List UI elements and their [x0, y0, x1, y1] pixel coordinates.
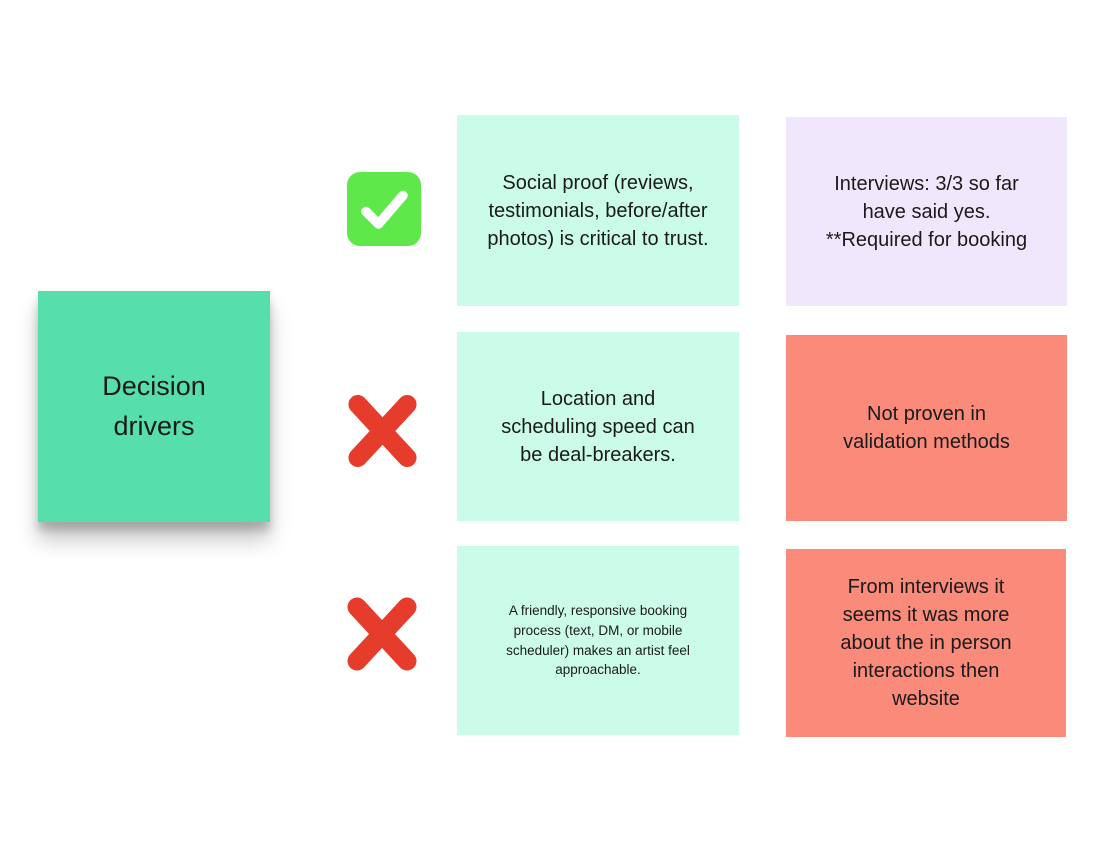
driver-2-text: Location and scheduling speed can be dea…: [501, 387, 695, 466]
evidence-3-text: From interviews it seems it was more abo…: [840, 576, 1012, 710]
driver-1-text: Social proof (reviews, testimonials, bef…: [487, 171, 709, 250]
cross-icon[interactable]: [344, 595, 420, 673]
sticky-note-decision-drivers[interactable]: Decision drivers: [38, 291, 270, 522]
sticky-note-driver-1[interactable]: Social proof (reviews, testimonials, bef…: [457, 115, 739, 306]
cross-icon[interactable]: [345, 392, 420, 470]
check-icon[interactable]: [347, 172, 421, 246]
check-icon-box: [347, 172, 421, 246]
title-note-text: Decision drivers: [102, 371, 206, 441]
sticky-note-driver-3[interactable]: A friendly, responsive booking process (…: [457, 546, 739, 735]
check-icon-mark: [361, 190, 408, 229]
evidence-2-text: Not proven in validation methods: [843, 403, 1010, 453]
sticky-note-evidence-2[interactable]: Not proven in validation methods: [786, 335, 1067, 521]
sticky-note-evidence-3[interactable]: From interviews it seems it was more abo…: [786, 549, 1066, 737]
sticky-note-driver-2[interactable]: Location and scheduling speed can be dea…: [457, 332, 739, 521]
cross-icon-strokes: [348, 394, 417, 468]
cross-icon-strokes: [347, 597, 417, 671]
evidence-1-text: Interviews: 3/3 so far have said yes. **…: [825, 172, 1028, 251]
sticky-note-evidence-1[interactable]: Interviews: 3/3 so far have said yes. **…: [786, 117, 1067, 306]
driver-3-text: A friendly, responsive booking process (…: [506, 603, 690, 678]
